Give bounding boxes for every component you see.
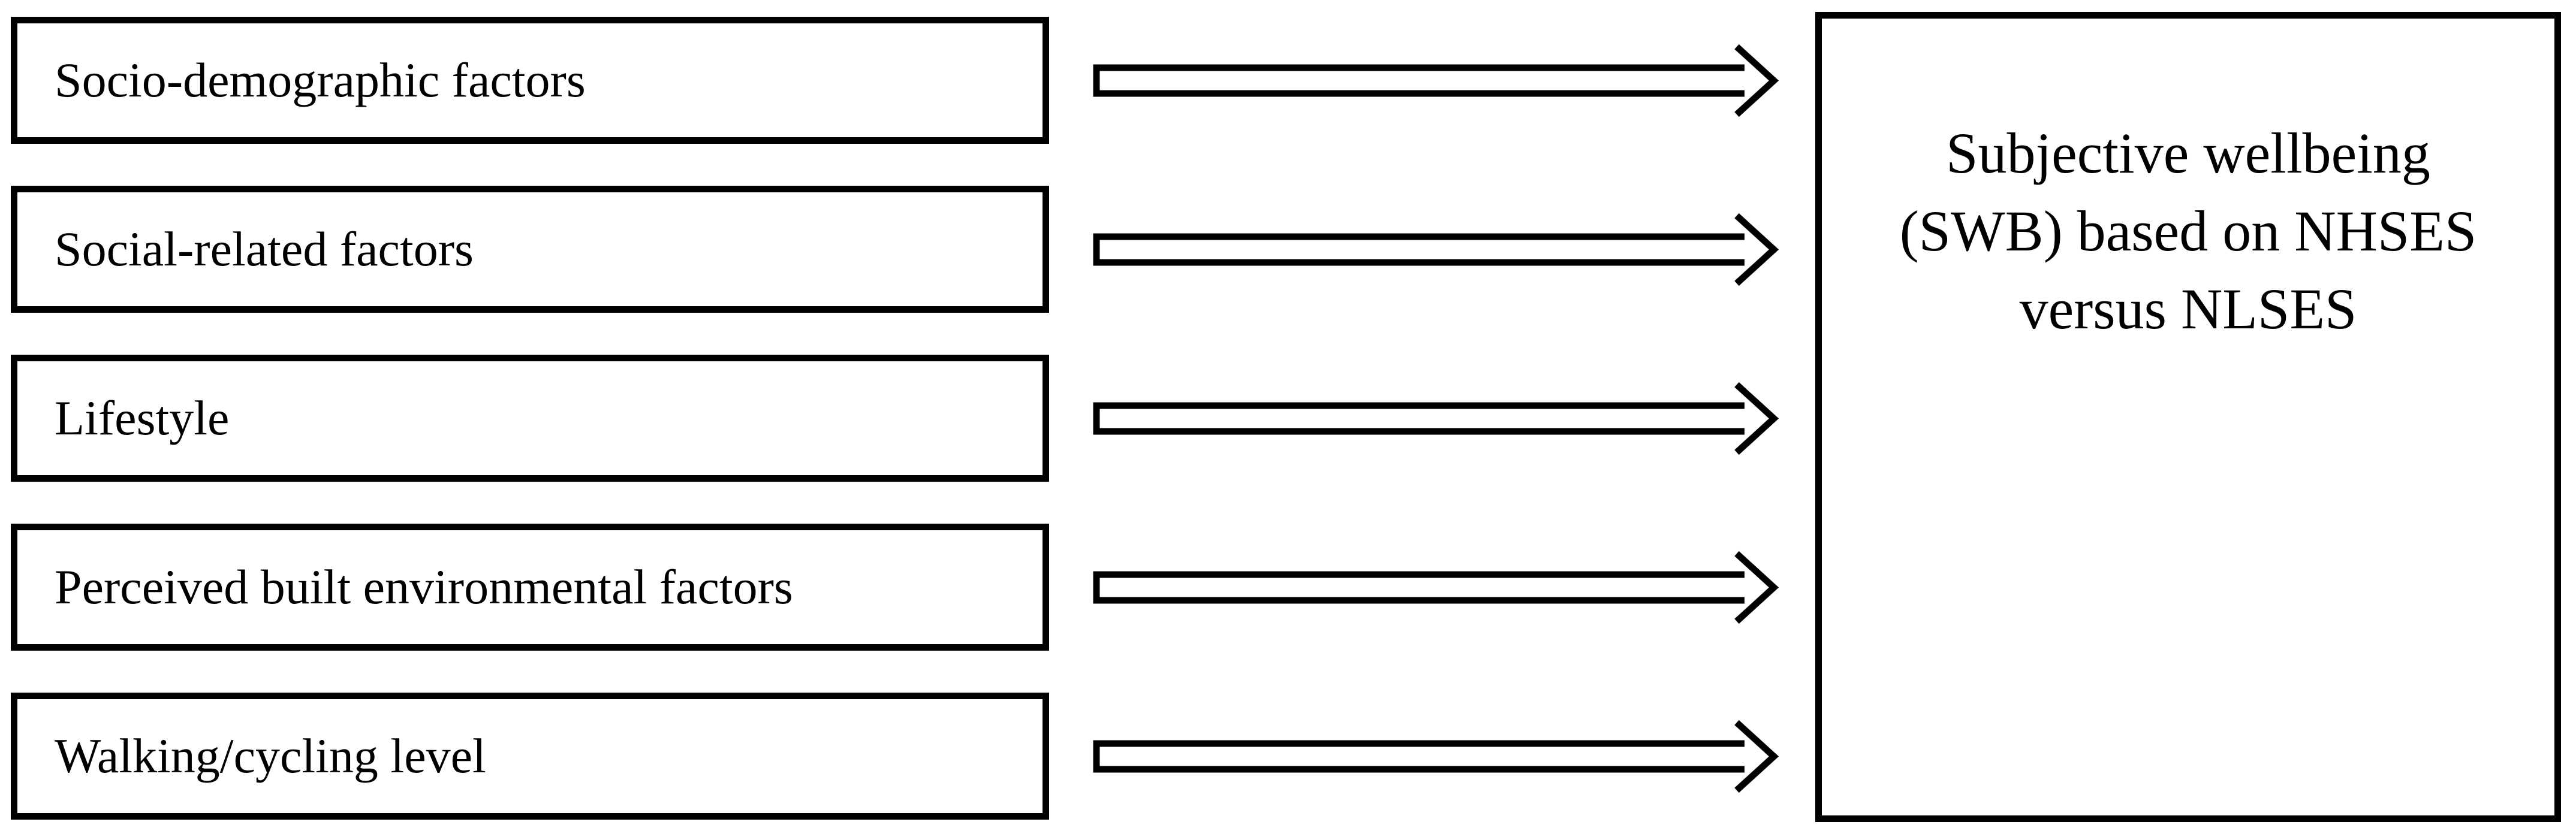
arrow-right-icon [1093,720,1779,793]
outcome-text-line: (SWB) based on NHSES [1899,199,2477,263]
factor-box-lifestyle: Lifestyle [11,355,1049,482]
arrow-right-icon [1093,44,1779,117]
outcome-box: Subjective wellbeing (SWB) based on NHSE… [1815,12,2561,822]
factor-label: Lifestyle [55,391,230,445]
outcome-text: Subjective wellbeing (SWB) based on NHSE… [1822,114,2554,348]
factor-label: Perceived built environmental factors [55,560,793,614]
factor-label: Walking/cycling level [55,729,486,783]
arrow-right-icon [1093,213,1779,286]
outcome-text-line: Subjective wellbeing [1946,121,2430,185]
factor-label: Social-related factors [55,222,474,276]
arrow-right-icon [1093,382,1779,455]
factor-label: Socio-demographic factors [55,53,586,107]
arrow-right-icon [1093,551,1779,624]
factor-box-social-related: Social-related factors [11,186,1049,313]
factor-box-walking-cycling: Walking/cycling level [11,693,1049,820]
outcome-text-line: versus NLSES [2019,277,2357,341]
factor-box-socio-demographic: Socio-demographic factors [11,17,1049,144]
factor-box-built-environment: Perceived built environmental factors [11,524,1049,651]
